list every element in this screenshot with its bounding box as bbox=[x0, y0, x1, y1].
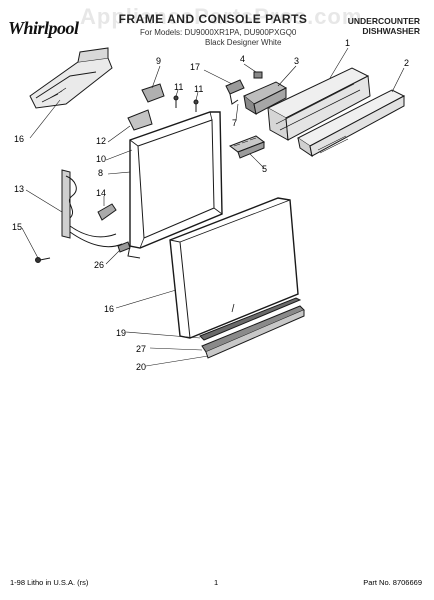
callout-20: 20 bbox=[136, 362, 146, 372]
callout-4: 4 bbox=[240, 54, 245, 64]
callout-1: 1 bbox=[345, 38, 350, 48]
callout-13: 13 bbox=[14, 184, 24, 194]
for-models-line: For Models: DU9000XR1PA, DU900PXGQ0 bbox=[140, 28, 297, 37]
part-control-board bbox=[243, 81, 288, 116]
appliance-type-line2: DISHWASHER bbox=[362, 26, 420, 36]
appliance-type: UNDERCOUNTER DISHWASHER bbox=[348, 16, 420, 36]
callout-7: 7 bbox=[232, 118, 237, 128]
footer-litho: 1-98 Litho in U.S.A. (rs) bbox=[10, 578, 89, 587]
footer-part-number: Part No. 8706669 bbox=[363, 578, 422, 587]
page-title: FRAME AND CONSOLE PARTS bbox=[118, 12, 308, 26]
part-actuator bbox=[225, 79, 245, 105]
callout-12: 12 bbox=[96, 136, 106, 146]
callout-19: 19 bbox=[116, 328, 126, 338]
part-wire-harness bbox=[61, 169, 123, 248]
callout-27: 27 bbox=[136, 344, 146, 354]
callout-2: 2 bbox=[404, 58, 409, 68]
part-switch-block bbox=[228, 135, 266, 159]
callout-11b: 11 bbox=[194, 84, 203, 94]
callout-11a: 11 bbox=[174, 82, 183, 92]
part-screw-15 bbox=[35, 257, 51, 263]
color-line: Black Designer White bbox=[205, 38, 282, 47]
part-outer-door-panel bbox=[169, 197, 299, 339]
footer-page-number: 1 bbox=[214, 578, 219, 587]
appliance-type-line1: UNDERCOUNTER bbox=[347, 16, 420, 26]
part-panel-trim bbox=[297, 89, 406, 158]
leader-lines bbox=[21, 47, 405, 367]
part-console-endcap bbox=[29, 47, 113, 109]
part-trim-strip-27 bbox=[201, 305, 305, 359]
callout-16b: 16 bbox=[104, 304, 114, 314]
part-clip bbox=[97, 203, 117, 221]
callout-17: 17 bbox=[190, 62, 200, 72]
callout-16a: 16 bbox=[14, 134, 24, 144]
part-hinge-bracket bbox=[127, 83, 199, 131]
callout-14: 14 bbox=[96, 188, 106, 198]
part-door-frame bbox=[127, 111, 223, 259]
part-switch bbox=[253, 71, 263, 79]
callout-15: 15 bbox=[12, 222, 22, 232]
callout-9: 9 bbox=[156, 56, 161, 66]
callout-8: 8 bbox=[98, 168, 103, 178]
callout-3: 3 bbox=[294, 56, 299, 66]
callout-labels: 1 2 3 4 5 7 9 10 11 11 12 13 14 15 16 16… bbox=[12, 38, 409, 372]
part-console-panel bbox=[266, 67, 371, 141]
part-trim-strip-19 bbox=[199, 297, 302, 341]
callout-10: 10 bbox=[96, 154, 106, 164]
brand-logo: Whirlpool bbox=[8, 18, 79, 38]
callout-5: 5 bbox=[262, 164, 267, 174]
part-screw-26 bbox=[117, 241, 131, 253]
callout-26: 26 bbox=[94, 260, 104, 270]
